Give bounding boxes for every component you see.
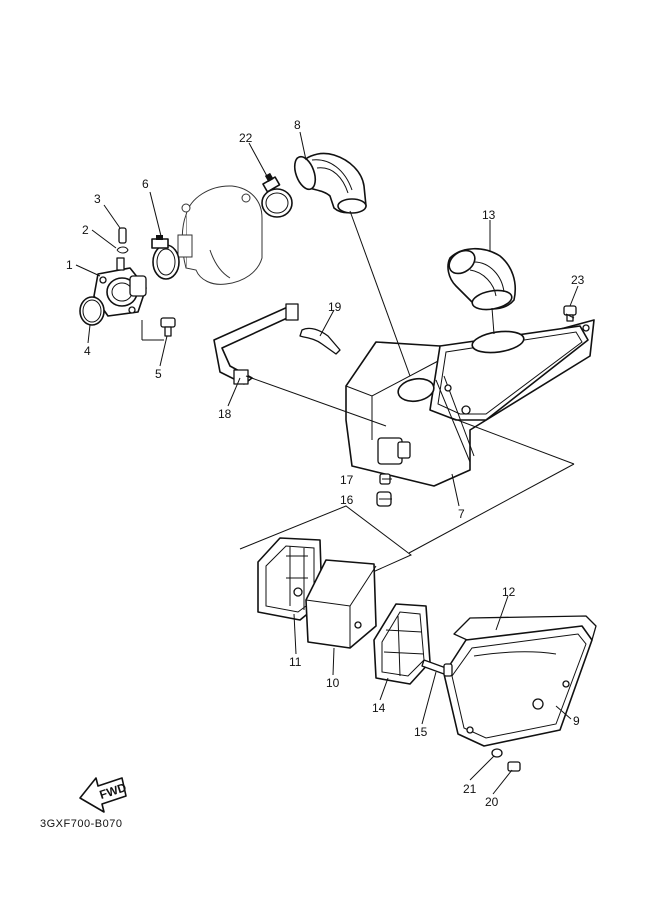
callout-5: 5 [155, 367, 162, 381]
part-22-hose-clamp [261, 172, 293, 218]
part-19-clip [299, 327, 341, 355]
callout-14: 14 [372, 701, 386, 715]
part-8-intake-joint [293, 152, 367, 214]
part-5-screw [160, 317, 176, 337]
diagram-code: 3GXF700-B070 [40, 818, 123, 830]
callout-1: 1 [66, 258, 73, 272]
part-1-carb-joint [93, 257, 147, 317]
callout-16: 16 [340, 493, 354, 507]
reference-lines [141, 210, 575, 554]
part-18-band [213, 303, 299, 385]
callout-12: 12 [502, 585, 516, 599]
callout-21: 21 [463, 782, 477, 796]
part-3-pin [118, 227, 127, 244]
callout-11: 11 [289, 655, 302, 669]
part-4-o-ring [79, 296, 105, 326]
callout-9: 9 [573, 714, 580, 728]
part-2-clip [116, 246, 129, 254]
callout-23: 23 [571, 273, 585, 287]
callout-labels: 1 2 3 4 5 6 7 8 9 10 11 12 13 14 15 16 1… [66, 118, 585, 809]
part-23-screw [563, 305, 577, 322]
part-7-air-filter-case [345, 319, 595, 487]
callout-6: 6 [142, 177, 149, 191]
callout-4: 4 [84, 344, 91, 358]
callout-3: 3 [94, 192, 101, 206]
carburetor-outline [177, 185, 263, 285]
part-15-screw [421, 659, 453, 677]
part-10-filter-element [305, 559, 377, 649]
leader-lines [75, 131, 579, 795]
callout-2: 2 [82, 223, 89, 237]
callout-17: 17 [340, 473, 354, 487]
part-20-screw [507, 761, 521, 772]
part-9-case-cap [443, 625, 593, 747]
callout-8: 8 [294, 118, 301, 132]
fwd-arrow-icon: FWD [79, 777, 128, 813]
part-6-clamp [151, 235, 180, 280]
callout-10: 10 [326, 676, 340, 690]
callout-19: 19 [328, 300, 342, 314]
callout-18: 18 [218, 407, 232, 421]
callout-15: 15 [414, 725, 428, 739]
callout-13: 13 [482, 208, 496, 222]
callout-7: 7 [458, 507, 465, 521]
part-14-element-guide [373, 603, 431, 685]
callout-22: 22 [239, 131, 253, 145]
callout-20: 20 [485, 795, 499, 809]
part-21-washer [491, 748, 503, 758]
part-13-intake-duct [447, 247, 516, 311]
